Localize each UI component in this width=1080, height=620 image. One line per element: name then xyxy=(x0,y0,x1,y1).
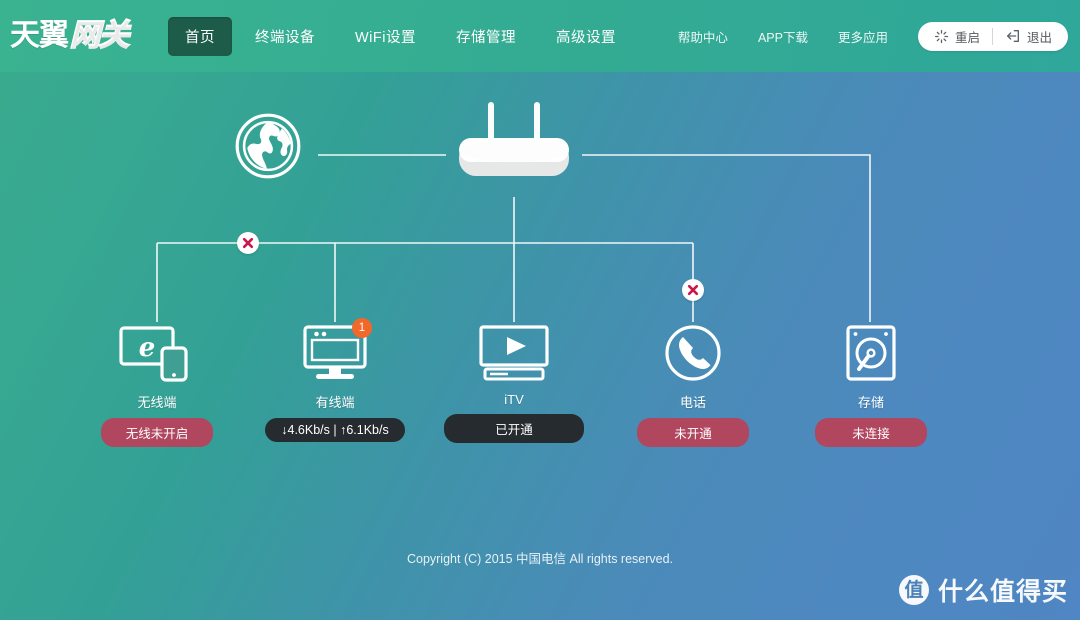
exit-button[interactable]: 退出 xyxy=(993,22,1064,51)
node-storage[interactable]: 存储 未连接 xyxy=(800,320,942,447)
node-phone-label: 电话 xyxy=(679,395,706,410)
node-itv-status[interactable]: 已开通 xyxy=(444,414,584,443)
logout-arrow-icon xyxy=(1005,28,1027,44)
node-phone-status[interactable]: 未开通 xyxy=(637,418,749,447)
node-wired[interactable]: 1 有线端 ↓4.6Kb/s | ↑6.1Kb/s xyxy=(264,318,406,442)
tv-play-icon xyxy=(443,320,585,382)
node-storage-label: 存储 xyxy=(857,395,884,410)
main-navigation: 首页 终端设备 WiFi设置 存储管理 高级设置 xyxy=(168,16,639,56)
hard-disk-icon xyxy=(800,320,942,382)
restart-button[interactable]: 重启 xyxy=(922,22,992,51)
node-wired-status[interactable]: ↓4.6Kb/s | ↑6.1Kb/s xyxy=(265,418,405,442)
watermark-text: 什么值得买 xyxy=(937,577,1068,606)
watermark: 值 什么值得买 xyxy=(898,572,1068,608)
copyright-text: Copyright (C) 2015 中国电信 All rights reser… xyxy=(406,552,674,566)
help-center-link[interactable]: 帮助中心 xyxy=(677,30,728,45)
spinner-icon xyxy=(934,29,955,44)
more-apps-link[interactable]: 更多应用 xyxy=(837,30,888,45)
phone-handset-icon xyxy=(622,320,764,382)
router-node[interactable] xyxy=(452,94,576,190)
brand-logo-primary: 天翼 xyxy=(10,18,69,53)
node-wireless-label: 无线端 xyxy=(137,395,177,410)
session-action-group: 重启 退出 xyxy=(917,21,1068,51)
nav-item-advanced-settings[interactable]: 高级设置 xyxy=(556,29,616,46)
svg-text:e: e xyxy=(139,333,156,363)
node-phone[interactable]: 电话 未开通 xyxy=(622,320,764,447)
node-storage-status[interactable]: 未连接 xyxy=(815,418,927,447)
node-wireless[interactable]: e 无线端 无线未开启 xyxy=(86,320,228,447)
app-download-link[interactable]: APP下载 xyxy=(757,30,808,45)
brand-logo-secondary: 网关 xyxy=(69,17,130,54)
node-itv-label: iTV xyxy=(504,392,524,407)
restart-button-label: 重启 xyxy=(954,30,980,45)
node-wired-label: 有线端 xyxy=(315,395,355,410)
node-wireless-status[interactable]: 无线未开启 xyxy=(101,418,213,447)
node-wired-count-badge: 1 xyxy=(352,318,372,338)
desktop-monitor-icon: 1 xyxy=(264,318,406,382)
brand-logo[interactable]: 天翼 网关 xyxy=(8,14,132,58)
internet-globe-node[interactable] xyxy=(232,110,304,182)
header-utility-area: 帮助中心 APP下载 更多应用 xyxy=(677,21,1068,51)
watermark-logo-icon: 值 xyxy=(898,575,929,605)
top-header-bar: 天翼 网关 首页 终端设备 WiFi设置 存储管理 高级设置 帮助中心 APP下… xyxy=(0,0,1080,72)
footer: Copyright (C) 2015 中国电信 All rights reser… xyxy=(0,548,1080,567)
router-icon xyxy=(452,94,576,190)
network-topology-diagram: e 无线端 无线未开启 1 有线端 xyxy=(0,72,1080,552)
nav-item-home[interactable]: 首页 xyxy=(168,16,232,56)
pill-divider xyxy=(991,27,993,45)
phone-link-broken-icon xyxy=(682,279,704,301)
nav-item-wifi-settings[interactable]: WiFi设置 xyxy=(355,29,416,46)
nav-item-storage-management[interactable]: 存储管理 xyxy=(456,29,516,46)
laptop-phone-icon: e xyxy=(86,320,228,382)
node-itv[interactable]: iTV 已开通 xyxy=(443,320,585,443)
globe-icon xyxy=(232,110,304,182)
exit-button-label: 退出 xyxy=(1026,30,1052,45)
wireless-link-broken-icon xyxy=(237,232,259,254)
nav-item-terminal-devices[interactable]: 终端设备 xyxy=(255,29,315,46)
